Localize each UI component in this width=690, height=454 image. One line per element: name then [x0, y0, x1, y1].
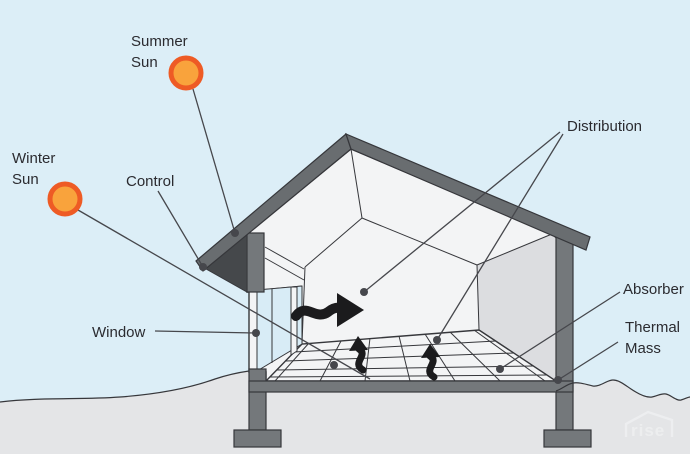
window-pointer-line	[154, 330, 257, 334]
winter-ray-dot	[330, 361, 338, 369]
ceiling-ridge-line	[350, 148, 363, 219]
window-label: Window	[92, 324, 146, 341]
window-dot	[252, 329, 260, 337]
summer-sun-icon	[168, 55, 204, 91]
heat-in-arrow	[291, 293, 364, 327]
control-label: Control	[126, 173, 174, 190]
distribution-pointer-line-2	[436, 133, 564, 341]
rise-watermark: rise	[624, 410, 674, 440]
control-pointer-line	[157, 190, 204, 268]
left-pier	[248, 368, 267, 431]
thermal-mass-dot	[554, 376, 562, 384]
left-footing	[233, 429, 282, 448]
rise-watermark-text: rise	[631, 421, 665, 440]
window-mullion-post	[290, 286, 298, 356]
right-footing	[543, 429, 592, 448]
winter-sun-icon	[47, 181, 83, 217]
window-lintel-line-1	[264, 246, 305, 270]
ceiling-right-edge	[361, 217, 478, 266]
distribution-dot-2	[433, 336, 441, 344]
floor-grid	[269, 330, 548, 381]
floor-beam	[248, 380, 574, 393]
ground-line-left	[0, 370, 250, 403]
control-dot	[199, 263, 207, 271]
absorber-pointer-line	[499, 291, 621, 370]
window-lintel-line-2	[264, 257, 305, 281]
distribution-dot-1	[360, 288, 368, 296]
distribution-label: Distribution	[567, 118, 642, 135]
summer-sun-ray	[192, 88, 236, 234]
heat-up-arrow-right	[421, 344, 440, 381]
thermal-mass-pointer-line	[557, 341, 619, 381]
absorber-dot	[496, 365, 504, 373]
summer-ray-dot	[231, 229, 239, 237]
ground-terrain	[0, 371, 690, 454]
distribution-pointer-line-1	[363, 131, 561, 293]
absorber-label: Absorber	[623, 281, 684, 298]
ceiling-left-edge	[304, 217, 363, 268]
front-post	[246, 232, 265, 293]
winter-sun-ray	[77, 209, 371, 380]
heat-up-arrow-left	[349, 336, 368, 374]
roof-right-slope	[345, 132, 591, 251]
ground-line-right	[555, 379, 690, 401]
